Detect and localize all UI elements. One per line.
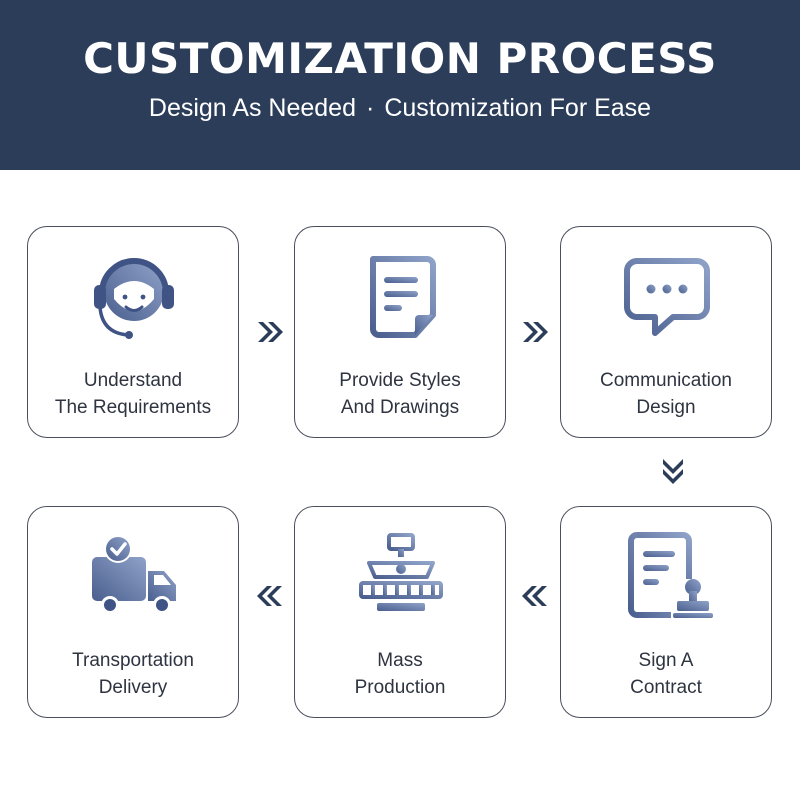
arrow-left-icon [522,586,547,606]
header-banner: CUSTOMIZATION PROCESS Design As Needed · C… [0,0,800,170]
page-title: CUSTOMIZATION PROCESS [83,34,717,83]
subtitle-left: Design As Needed [148,94,356,122]
delivery-truck-icon [92,535,176,614]
contract-stamp-icon [628,532,713,618]
subtitle-separator: · [365,94,375,122]
arrow-down-icon [663,459,683,484]
chat-bubble-icon [624,258,710,336]
page-subtitle: Design As Needed · Customization For Ease [0,94,800,123]
arrow-right-icon [523,322,548,342]
subtitle-right: Customization For Ease [384,94,652,122]
arrow-left-icon [257,586,282,606]
production-machine-icon [359,533,443,611]
arrow-right-icon [258,322,283,342]
headset-agent-icon [94,258,174,339]
document-icon [370,256,436,338]
